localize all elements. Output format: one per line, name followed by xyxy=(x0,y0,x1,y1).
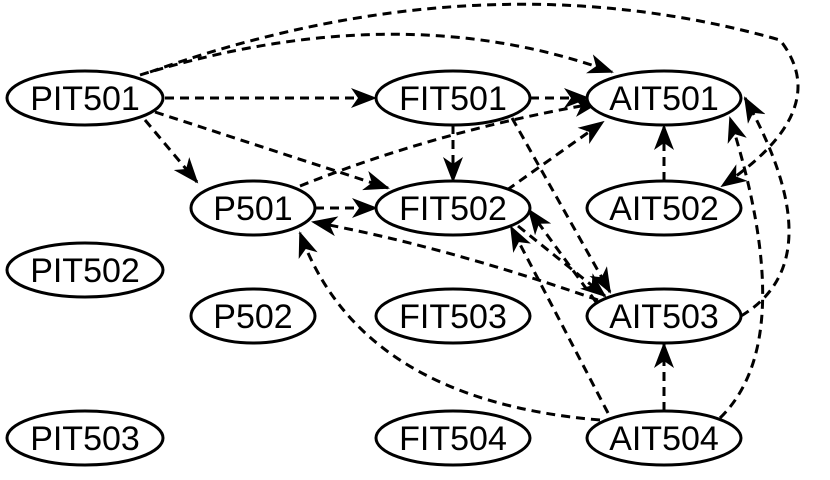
node-label: AIT502 xyxy=(609,190,719,228)
node-label: FIT502 xyxy=(399,190,507,228)
node-label: FIT504 xyxy=(399,420,507,458)
node-fit504: FIT504 xyxy=(374,409,532,467)
node-ait503: AIT503 xyxy=(585,287,743,345)
node-pit501: PIT501 xyxy=(5,69,165,127)
edge-pit501-to-fit502 xyxy=(154,110,390,191)
edge-ait504-to-ait501 xyxy=(718,116,765,420)
edge-pit501-to-ait502 xyxy=(149,2,800,188)
node-label: PIT502 xyxy=(30,252,140,290)
node-ellipse xyxy=(5,241,165,299)
edge-ait503-to-ait501 xyxy=(740,96,791,318)
node-ellipse xyxy=(189,179,317,237)
edge-fit501-to-ait503 xyxy=(510,117,612,294)
edge-p501-to-ait501 xyxy=(299,97,600,188)
node-fit502: FIT502 xyxy=(374,179,532,237)
node-ellipse xyxy=(5,69,165,127)
node-ellipse xyxy=(585,69,743,127)
node-ellipse xyxy=(374,69,532,127)
node-ait502: AIT502 xyxy=(585,179,743,237)
node-label: PIT503 xyxy=(30,420,140,458)
edge-fit502-to-ait503 xyxy=(517,224,607,298)
node-ellipse xyxy=(5,409,165,467)
edge-ait503-to-p501 xyxy=(311,216,599,302)
node-ellipse xyxy=(374,409,532,467)
node-label: AIT501 xyxy=(609,80,719,118)
node-ellipse xyxy=(189,287,317,345)
edge-pit501-to-ait501 xyxy=(139,32,614,77)
node-label: P501 xyxy=(213,190,292,228)
node-ellipse xyxy=(374,287,532,345)
node-fit503: FIT503 xyxy=(374,287,532,345)
node-ellipse xyxy=(585,179,743,237)
node-ellipse xyxy=(585,287,743,345)
edge-fit502-to-ait501 xyxy=(506,120,605,192)
edge-ait503-to-fit502 xyxy=(527,208,598,303)
node-pit502: PIT502 xyxy=(5,241,165,299)
edge-pit501-to-p501 xyxy=(143,119,199,184)
node-pit503: PIT503 xyxy=(5,409,165,467)
edge-ait504-to-fit502 xyxy=(509,225,610,414)
node-fit501: FIT501 xyxy=(374,69,532,127)
edges-layer xyxy=(139,2,800,422)
node-label: P502 xyxy=(213,298,292,336)
node-p501: P501 xyxy=(189,179,317,237)
node-ait501: AIT501 xyxy=(585,69,743,127)
node-ait504: AIT504 xyxy=(585,409,743,467)
edge-ait504-to-p501 xyxy=(298,231,601,422)
node-p502: P502 xyxy=(189,287,317,345)
node-ellipse xyxy=(374,179,532,237)
node-label: PIT501 xyxy=(30,80,140,118)
node-label: AIT504 xyxy=(609,420,719,458)
node-ellipse xyxy=(585,409,743,467)
node-label: FIT503 xyxy=(399,298,507,336)
node-label: AIT503 xyxy=(609,298,719,336)
node-label: FIT501 xyxy=(399,80,507,118)
